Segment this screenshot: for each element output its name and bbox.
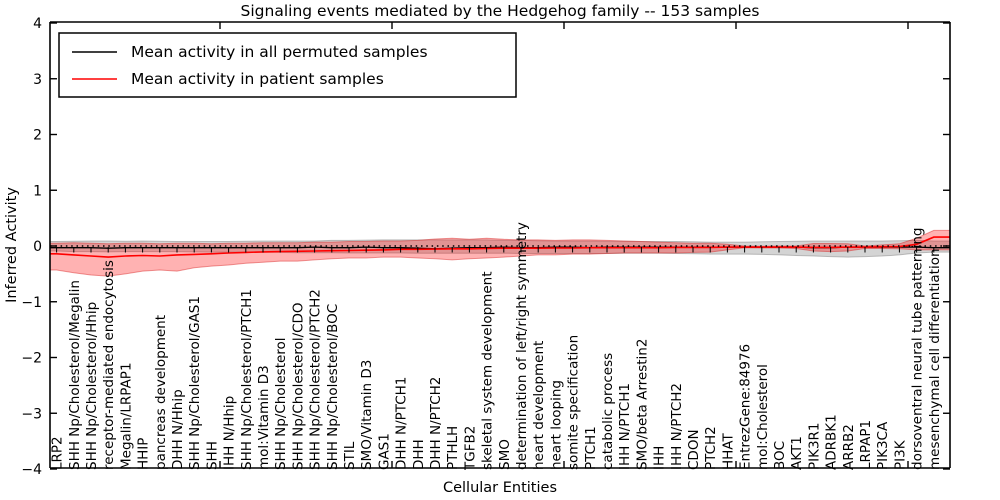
y-tick-label: 1 xyxy=(33,183,42,199)
x-tick-label: SMO/Vitamin D3 xyxy=(359,360,375,470)
x-tick-label: PTCH2 xyxy=(703,426,719,470)
y-tick-label: −1 xyxy=(21,295,42,311)
x-tick-label: SHH xyxy=(204,441,220,470)
x-tick-label: AKT1 xyxy=(789,436,805,470)
x-tick-label: BOC xyxy=(772,441,788,470)
y-tick-label: −3 xyxy=(21,406,42,422)
series-lines xyxy=(50,236,950,258)
x-tick-label: SHH Np/Cholesterol/GAS1 xyxy=(187,296,203,470)
x-tick-label: SMO xyxy=(497,439,513,470)
y-tick-labels: 4 3 2 1 0 −1 −2 −3 −4 xyxy=(21,16,42,478)
x-tick-label: LRPAP1 xyxy=(858,420,874,470)
legend-box xyxy=(58,32,517,98)
x-tick-label: TGFB2 xyxy=(462,426,478,471)
y-axis-label: Inferred Activity xyxy=(4,187,20,303)
x-tick-label: PIK3CA xyxy=(875,421,891,470)
confidence-bands xyxy=(49,229,951,277)
y-tick-label: 2 xyxy=(33,128,42,144)
x-tick-label: SHH Np/Cholesterol/Megalin xyxy=(67,280,83,470)
x-tick-label: mol:Vitamin D3 xyxy=(256,365,272,470)
x-tick-label: heart looping xyxy=(548,380,564,470)
x-tick-label: SHH Np/Cholesterol/Hhip xyxy=(84,302,100,470)
x-tick-label: DHH xyxy=(411,439,427,470)
x-tick-label: SHH Np/Cholesterol/PTCH1 xyxy=(239,289,255,470)
x-tick-label: DHH N/PTCH2 xyxy=(428,377,444,470)
x-tick-label: CDON xyxy=(686,429,702,470)
x-tick-label: receptor-mediated endocytosis xyxy=(101,260,117,470)
x-tick-label: mol:Cholesterol xyxy=(755,364,771,470)
chart-title: Signaling events mediated by the Hedgeho… xyxy=(241,2,760,20)
y-tick-label: 3 xyxy=(33,72,42,88)
x-tick-label: PIK3R1 xyxy=(806,422,822,470)
x-tick-label: SMO/beta Arrestin2 xyxy=(634,339,650,470)
axes-spines-and-ticks xyxy=(49,21,951,470)
x-tick-label: determination of left/right symmetry xyxy=(514,222,530,470)
x-tick-label: DHH N/Hhip xyxy=(170,389,186,470)
x-tick-label: PTHLH xyxy=(445,426,461,470)
x-tick-label: catabolic process xyxy=(600,353,616,470)
x-tick-label: pancreas development xyxy=(153,315,169,470)
x-tick-label: PI3K xyxy=(892,439,908,470)
x-tick-label: EntrezGene:84976 xyxy=(738,344,754,470)
x-tick-label: somite specification xyxy=(566,335,582,470)
x-tick-label: HHAT xyxy=(720,433,736,470)
legend-label-permuted-samples: Mean activity in all permuted samples xyxy=(131,43,428,61)
x-tick-label: mesenchymal cell differentiation xyxy=(927,248,943,470)
x-tick-label: ARRB2 xyxy=(841,424,857,470)
x-tick-label: dorsoventral neural tube patterning xyxy=(910,228,926,470)
x-tick-label: SHH Np/Cholesterol/CDO xyxy=(290,302,306,470)
y-tick-label: −4 xyxy=(21,462,42,478)
x-tick-label: LRP2 xyxy=(50,436,66,470)
x-tick-label: IHH xyxy=(652,446,668,470)
x-tick-label: SHH Np/Cholesterol/PTCH2 xyxy=(308,289,324,470)
x-tick-label: skeletal system development xyxy=(480,272,496,470)
x-tick-label: IHH N/Hhip xyxy=(222,396,238,470)
x-tick-label: SHH Np/Cholesterol/BOC xyxy=(325,304,341,470)
x-tick-label: DHH N/PTCH1 xyxy=(394,377,410,470)
x-tick-label: STIL xyxy=(342,441,358,470)
x-tick-label: heart development xyxy=(531,341,547,470)
x-tick-label: ADRBK1 xyxy=(824,414,840,470)
x-tick-label: IHH N/PTCH2 xyxy=(669,383,685,470)
x-tick-label: IHH N/PTCH1 xyxy=(617,383,633,470)
y-tick-label: −2 xyxy=(21,351,42,367)
x-tick-label: GAS1 xyxy=(376,433,392,470)
legend: Mean activity in all permuted samples Me… xyxy=(58,32,517,98)
y-tick-label: 4 xyxy=(33,16,42,32)
legend-label-patient-samples: Mean activity in patient samples xyxy=(131,70,384,88)
x-tick-label: Megalin/LRPAP1 xyxy=(118,362,134,470)
x-tick-label: PTCH1 xyxy=(583,426,599,470)
x-tick-label: SHH Np/Cholesterol xyxy=(273,337,289,470)
x-tick-label: HHIP xyxy=(136,438,152,470)
x-axis-label: Cellular Entities xyxy=(443,480,557,496)
y-tick-label: 0 xyxy=(33,239,42,255)
patient-mean-line xyxy=(50,236,950,258)
